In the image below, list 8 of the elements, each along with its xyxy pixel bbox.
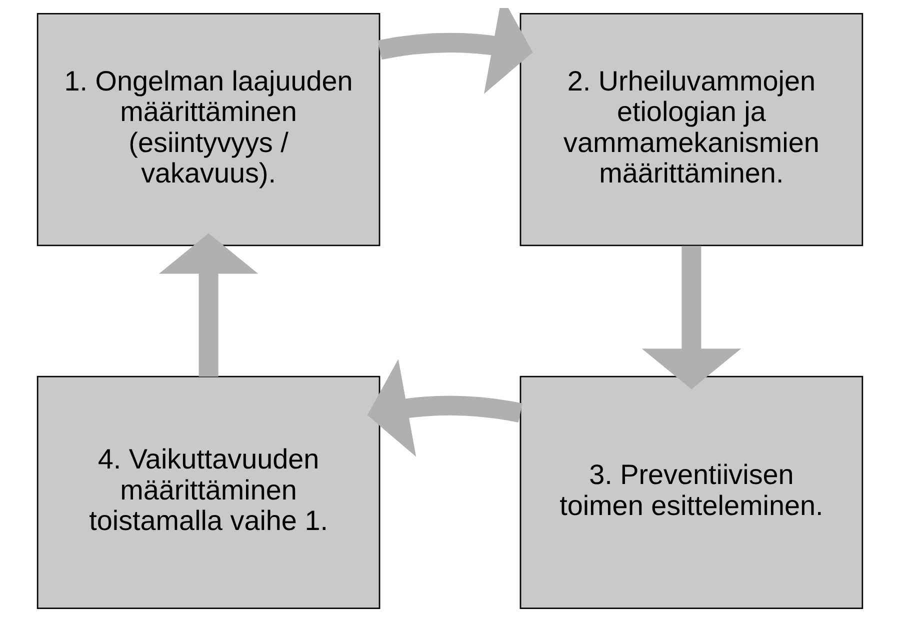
arrow (642, 246, 742, 390)
arrow (367, 359, 522, 457)
arrow (158, 233, 258, 377)
node-box: 4. Vaikuttavuuden määrittäminen toistamalla vaihe 1. (36, 376, 380, 609)
arrow (378, 8, 533, 94)
node-box: 1. Ongelman laajuuden määrittäminen (esiintyvyys / vakavuus). (36, 13, 380, 246)
node-box: 3. Preventiivisen toimen esitteleminen. (520, 376, 864, 609)
node-box: 2. Urheiluvammojen etiologian ja vammamekanismien määrittäminen. (520, 13, 864, 246)
